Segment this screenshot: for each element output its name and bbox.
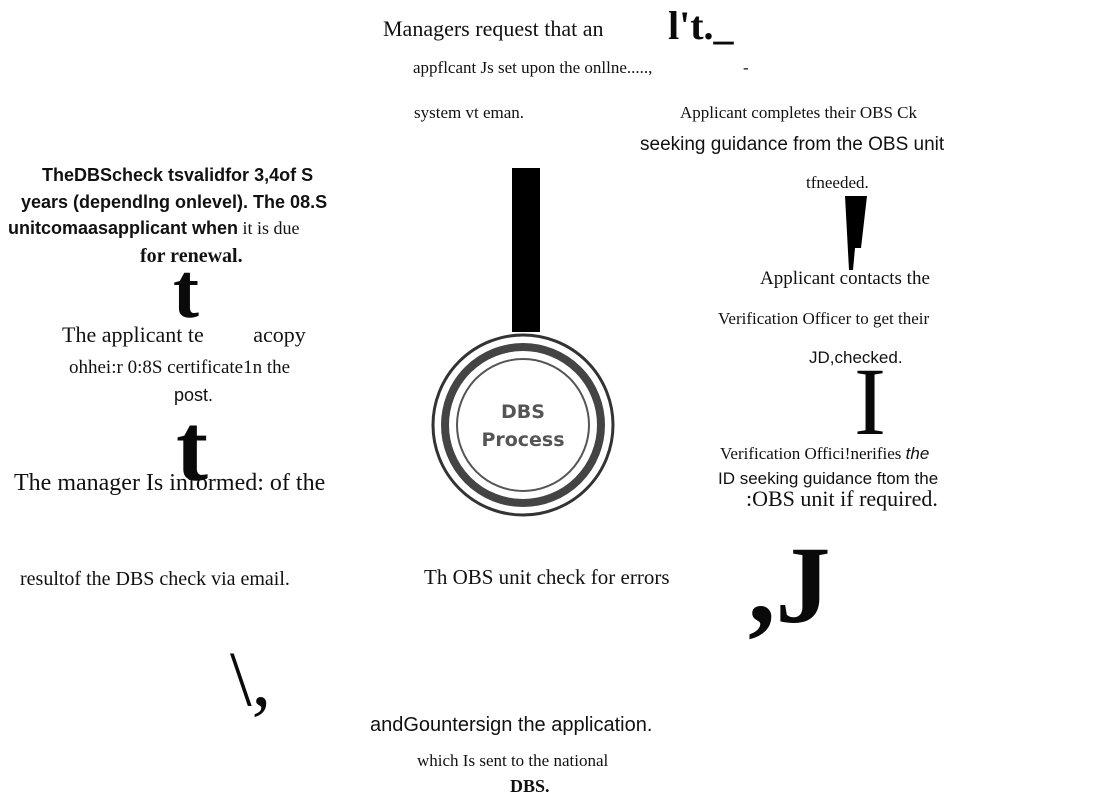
step-verify-line2: ID seeking guidance ftom the (718, 469, 939, 488)
step-contact-line2: Verification Officer to get their (718, 309, 930, 328)
step-countersign-line3: DBS. (510, 776, 550, 796)
step-complete-line1: Applicant completes their OBS Ck (680, 103, 918, 122)
step-inform-line2: resultof the DBS check via email. (20, 568, 290, 590)
step-renewal-line4: for renewal. (140, 245, 243, 267)
step-verify-line3: :OBS unit if required. (746, 486, 938, 511)
glyph-t-upper: t (173, 247, 199, 334)
step-renewal-line3-bold: unitcomaasapplicant when (8, 218, 239, 238)
glyph-i: I (854, 348, 886, 455)
step-verify-line1: Verification Offici!nerifies the (720, 444, 929, 464)
step-countersign-line2: which Is sent to the national (417, 751, 609, 770)
vertical-bar (512, 168, 540, 332)
step-errors-line1: Th OBS unit check for errors (424, 565, 670, 589)
step-verify-the: the (905, 444, 930, 463)
apostrophe-mark (845, 196, 867, 270)
step-countersign-line1: andGountersign the application. (370, 714, 653, 736)
step-inform-line1: The manager Is informed: of the (14, 470, 326, 496)
step-renewal-line3: unitcomaasapplicant when it is due (8, 218, 300, 239)
top-step-line1: Managers request that an (383, 16, 604, 42)
step-renewal-line1: TheDBScheck tsvalidfor 3,4of S (42, 165, 314, 185)
glyph-comma-j: ,J (748, 524, 831, 646)
step-renewal-line3-rest: it is due (238, 218, 300, 238)
circle-label-process: Process (481, 429, 564, 451)
step-renewal-line2: years (dependlng onlevel). The 08.S (21, 192, 328, 212)
step-certificate-line1: The applicant te acopy (62, 322, 306, 347)
top-step-glyph: l't._ (668, 3, 734, 48)
top-step-text: Managers request that an (383, 16, 604, 41)
step-complete-line2: seeking guidance from the OBS unit (640, 134, 945, 155)
step-certificate-line2: ohhei:r 0:8S certificate1n the (69, 357, 291, 378)
step-certificate-line3: post. (174, 385, 214, 405)
top-step-line2: appflcant Js set upon the onllne....., (413, 58, 653, 77)
step-contact-line3: JD,checked. (809, 348, 903, 367)
glyph-t-lower: t (176, 394, 208, 501)
step-complete-line3: tfneeded. (806, 173, 869, 192)
step-verify-text: Verification Offici!nerifies (720, 444, 902, 463)
dbs-process-circle: DBS Process (431, 333, 615, 517)
top-step-dash: - (743, 58, 749, 77)
circle-label-dbs: DBS (501, 401, 545, 423)
top-step-line3: system vt eman. (414, 103, 525, 122)
glyph-backslash-comma: \, (230, 635, 272, 722)
step-contact-line1: Applicant contacts the (760, 268, 930, 289)
